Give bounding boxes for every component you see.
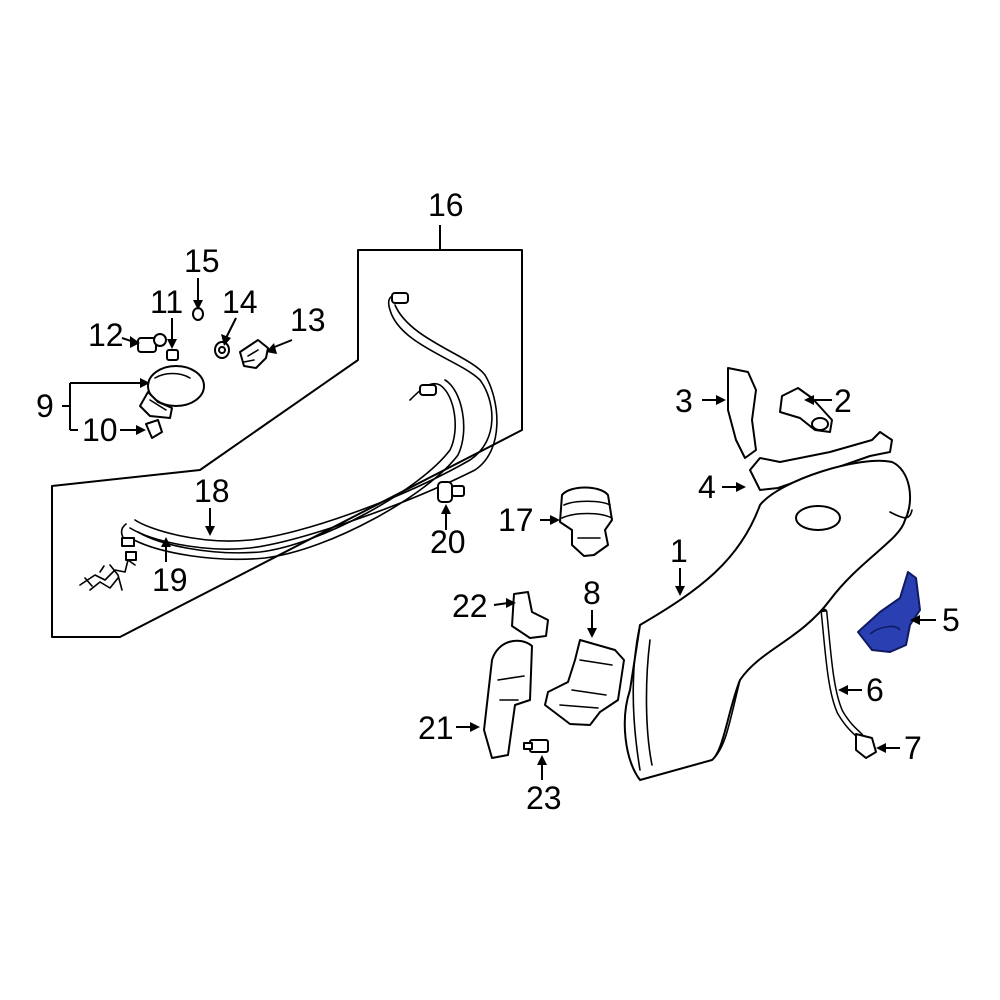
quarter-panel-1 bbox=[623, 459, 913, 781]
callout-22: 22 bbox=[452, 588, 488, 624]
callout-13: 13 bbox=[290, 302, 326, 338]
callout-10: 10 bbox=[82, 412, 118, 448]
bumper-11 bbox=[166, 349, 179, 361]
bracket-2 bbox=[779, 387, 833, 433]
reinforcement-4 bbox=[749, 431, 893, 491]
callout-1: 1 bbox=[670, 533, 688, 569]
fuel-door bbox=[139, 365, 205, 419]
bolt-12 bbox=[137, 333, 167, 353]
callout-17: 17 bbox=[498, 502, 534, 538]
callout-7: 7 bbox=[904, 730, 922, 766]
clip-20 bbox=[437, 481, 465, 503]
callout-4: 4 bbox=[698, 469, 716, 505]
callout-21: 21 bbox=[418, 710, 454, 746]
callout-8: 8 bbox=[583, 575, 601, 611]
callout-20: 20 bbox=[430, 524, 466, 560]
opener-13 bbox=[239, 339, 269, 369]
callout-11: 11 bbox=[150, 284, 183, 320]
callout-labels: 16 15 11 12 14 13 9 10 18 19 20 17 22 21… bbox=[36, 187, 960, 816]
liner-21 bbox=[483, 639, 533, 759]
clip-7 bbox=[855, 733, 877, 759]
molding-6 bbox=[820, 608, 864, 740]
callout-14: 14 bbox=[222, 284, 258, 320]
callout-18: 18 bbox=[194, 473, 230, 509]
callout-6: 6 bbox=[866, 672, 884, 708]
callout-12: 12 bbox=[88, 317, 124, 353]
screw-23 bbox=[523, 739, 549, 753]
fuel-door-cable bbox=[79, 292, 498, 591]
hinge-clip-10 bbox=[145, 419, 163, 439]
callout-3: 3 bbox=[675, 383, 693, 419]
brace-3 bbox=[727, 367, 757, 459]
fuel-door-cable-assembly-frame bbox=[51, 249, 523, 638]
filler-housing-17 bbox=[559, 486, 613, 557]
callout-5: 5 bbox=[942, 602, 960, 638]
leader-lines bbox=[62, 225, 936, 780]
callout-9: 9 bbox=[36, 388, 54, 424]
filler-pocket-8 bbox=[544, 639, 625, 726]
splash-shield-5 bbox=[857, 571, 921, 653]
callout-23: 23 bbox=[526, 780, 562, 816]
grommet-14 bbox=[214, 341, 230, 359]
callout-2: 2 bbox=[834, 383, 852, 419]
callout-16: 16 bbox=[428, 187, 464, 223]
callout-15: 15 bbox=[184, 243, 220, 279]
callout-19: 19 bbox=[152, 562, 188, 598]
bracket-22 bbox=[511, 591, 549, 639]
